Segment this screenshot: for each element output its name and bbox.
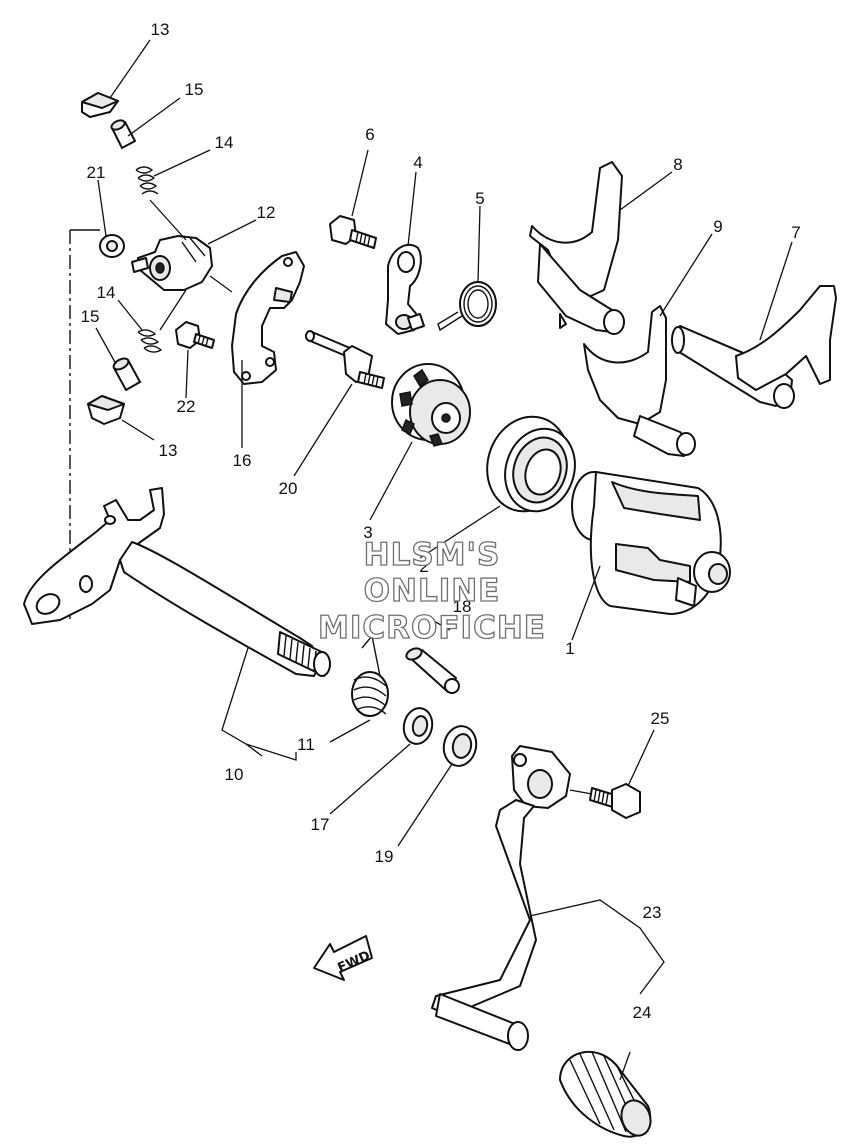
callout-5: 5 [475, 189, 484, 208]
callout-15-top: 15 [185, 80, 204, 99]
callout-18: 18 [453, 597, 472, 616]
part-24-pedal-rubber [559, 1051, 652, 1138]
callout-22: 22 [177, 397, 196, 416]
callout-14-top: 14 [215, 133, 234, 152]
part-18-pin [405, 647, 460, 694]
part-14-spring-lower [137, 329, 163, 353]
callout-23: 23 [643, 903, 662, 922]
fwd-arrow-marker: FWD [313, 935, 373, 981]
callout-12: 12 [257, 203, 276, 222]
leader-lines [95, 39, 793, 1081]
part-4-shift-guide-lever [385, 243, 425, 335]
part-11-torsion-spring [351, 634, 389, 717]
callout-24: 24 [633, 1003, 652, 1022]
watermark-line-3: MICROFICHE [318, 610, 546, 646]
callout-9: 9 [713, 217, 722, 236]
callout-11: 11 [297, 735, 315, 754]
part-2-bearing [486, 415, 576, 513]
part-9-shift-fork [583, 305, 696, 457]
part-14-spring-top [135, 166, 159, 195]
callout-labels: 13 15 14 21 12 14 15 22 13 16 6 4 5 20 3… [81, 20, 801, 1022]
part-23-shift-pedal [431, 745, 571, 1051]
part-16-segment-plate [231, 251, 305, 385]
callout-10: 10 [225, 765, 244, 784]
callout-7: 7 [791, 223, 800, 242]
part-3-segment [391, 363, 471, 447]
callout-1: 1 [565, 639, 574, 658]
callout-3: 3 [363, 523, 372, 542]
callout-19: 19 [375, 847, 394, 866]
part-21-washer [99, 234, 125, 258]
part-8-shift-fork [529, 161, 625, 335]
callout-13-top: 13 [151, 20, 170, 39]
watermark: HLSM'S ONLINE MICROFICHE [317, 536, 546, 646]
callout-16: 16 [233, 451, 252, 470]
callout-21: 21 [87, 163, 106, 182]
part-15-pin-lower [112, 357, 141, 391]
part-7-shift-fork [671, 285, 837, 409]
part-22-bolt [175, 321, 215, 349]
callout-25: 25 [651, 709, 670, 728]
callout-20: 20 [279, 479, 298, 498]
callout-17: 17 [311, 815, 330, 834]
part-17-washer [402, 707, 434, 745]
part-19-oil-seal [442, 725, 478, 767]
part-6-bolt [329, 215, 377, 249]
part-5-torsion-spring [437, 281, 497, 332]
watermark-line-1: HLSM'S [364, 537, 501, 573]
callout-14-lower: 14 [97, 283, 116, 302]
part-10-shift-shaft [23, 487, 331, 677]
callout-15-lower: 15 [81, 307, 100, 326]
callout-2: 2 [419, 557, 428, 576]
callout-6: 6 [365, 125, 374, 144]
part-13-stopper-top [81, 92, 119, 118]
callout-4: 4 [413, 153, 422, 172]
callout-8: 8 [673, 155, 682, 174]
part-15-pin-top [110, 119, 136, 149]
part-13-stopper-lower [87, 395, 125, 425]
part-25-pedal-bolt [589, 783, 641, 819]
watermark-line-2: ONLINE [364, 573, 501, 609]
part-1-shift-drum [571, 471, 731, 615]
part-12-stopper-lever [131, 235, 213, 291]
part-20-shaft-bolt [305, 330, 385, 389]
callout-13-lower: 13 [159, 441, 178, 460]
